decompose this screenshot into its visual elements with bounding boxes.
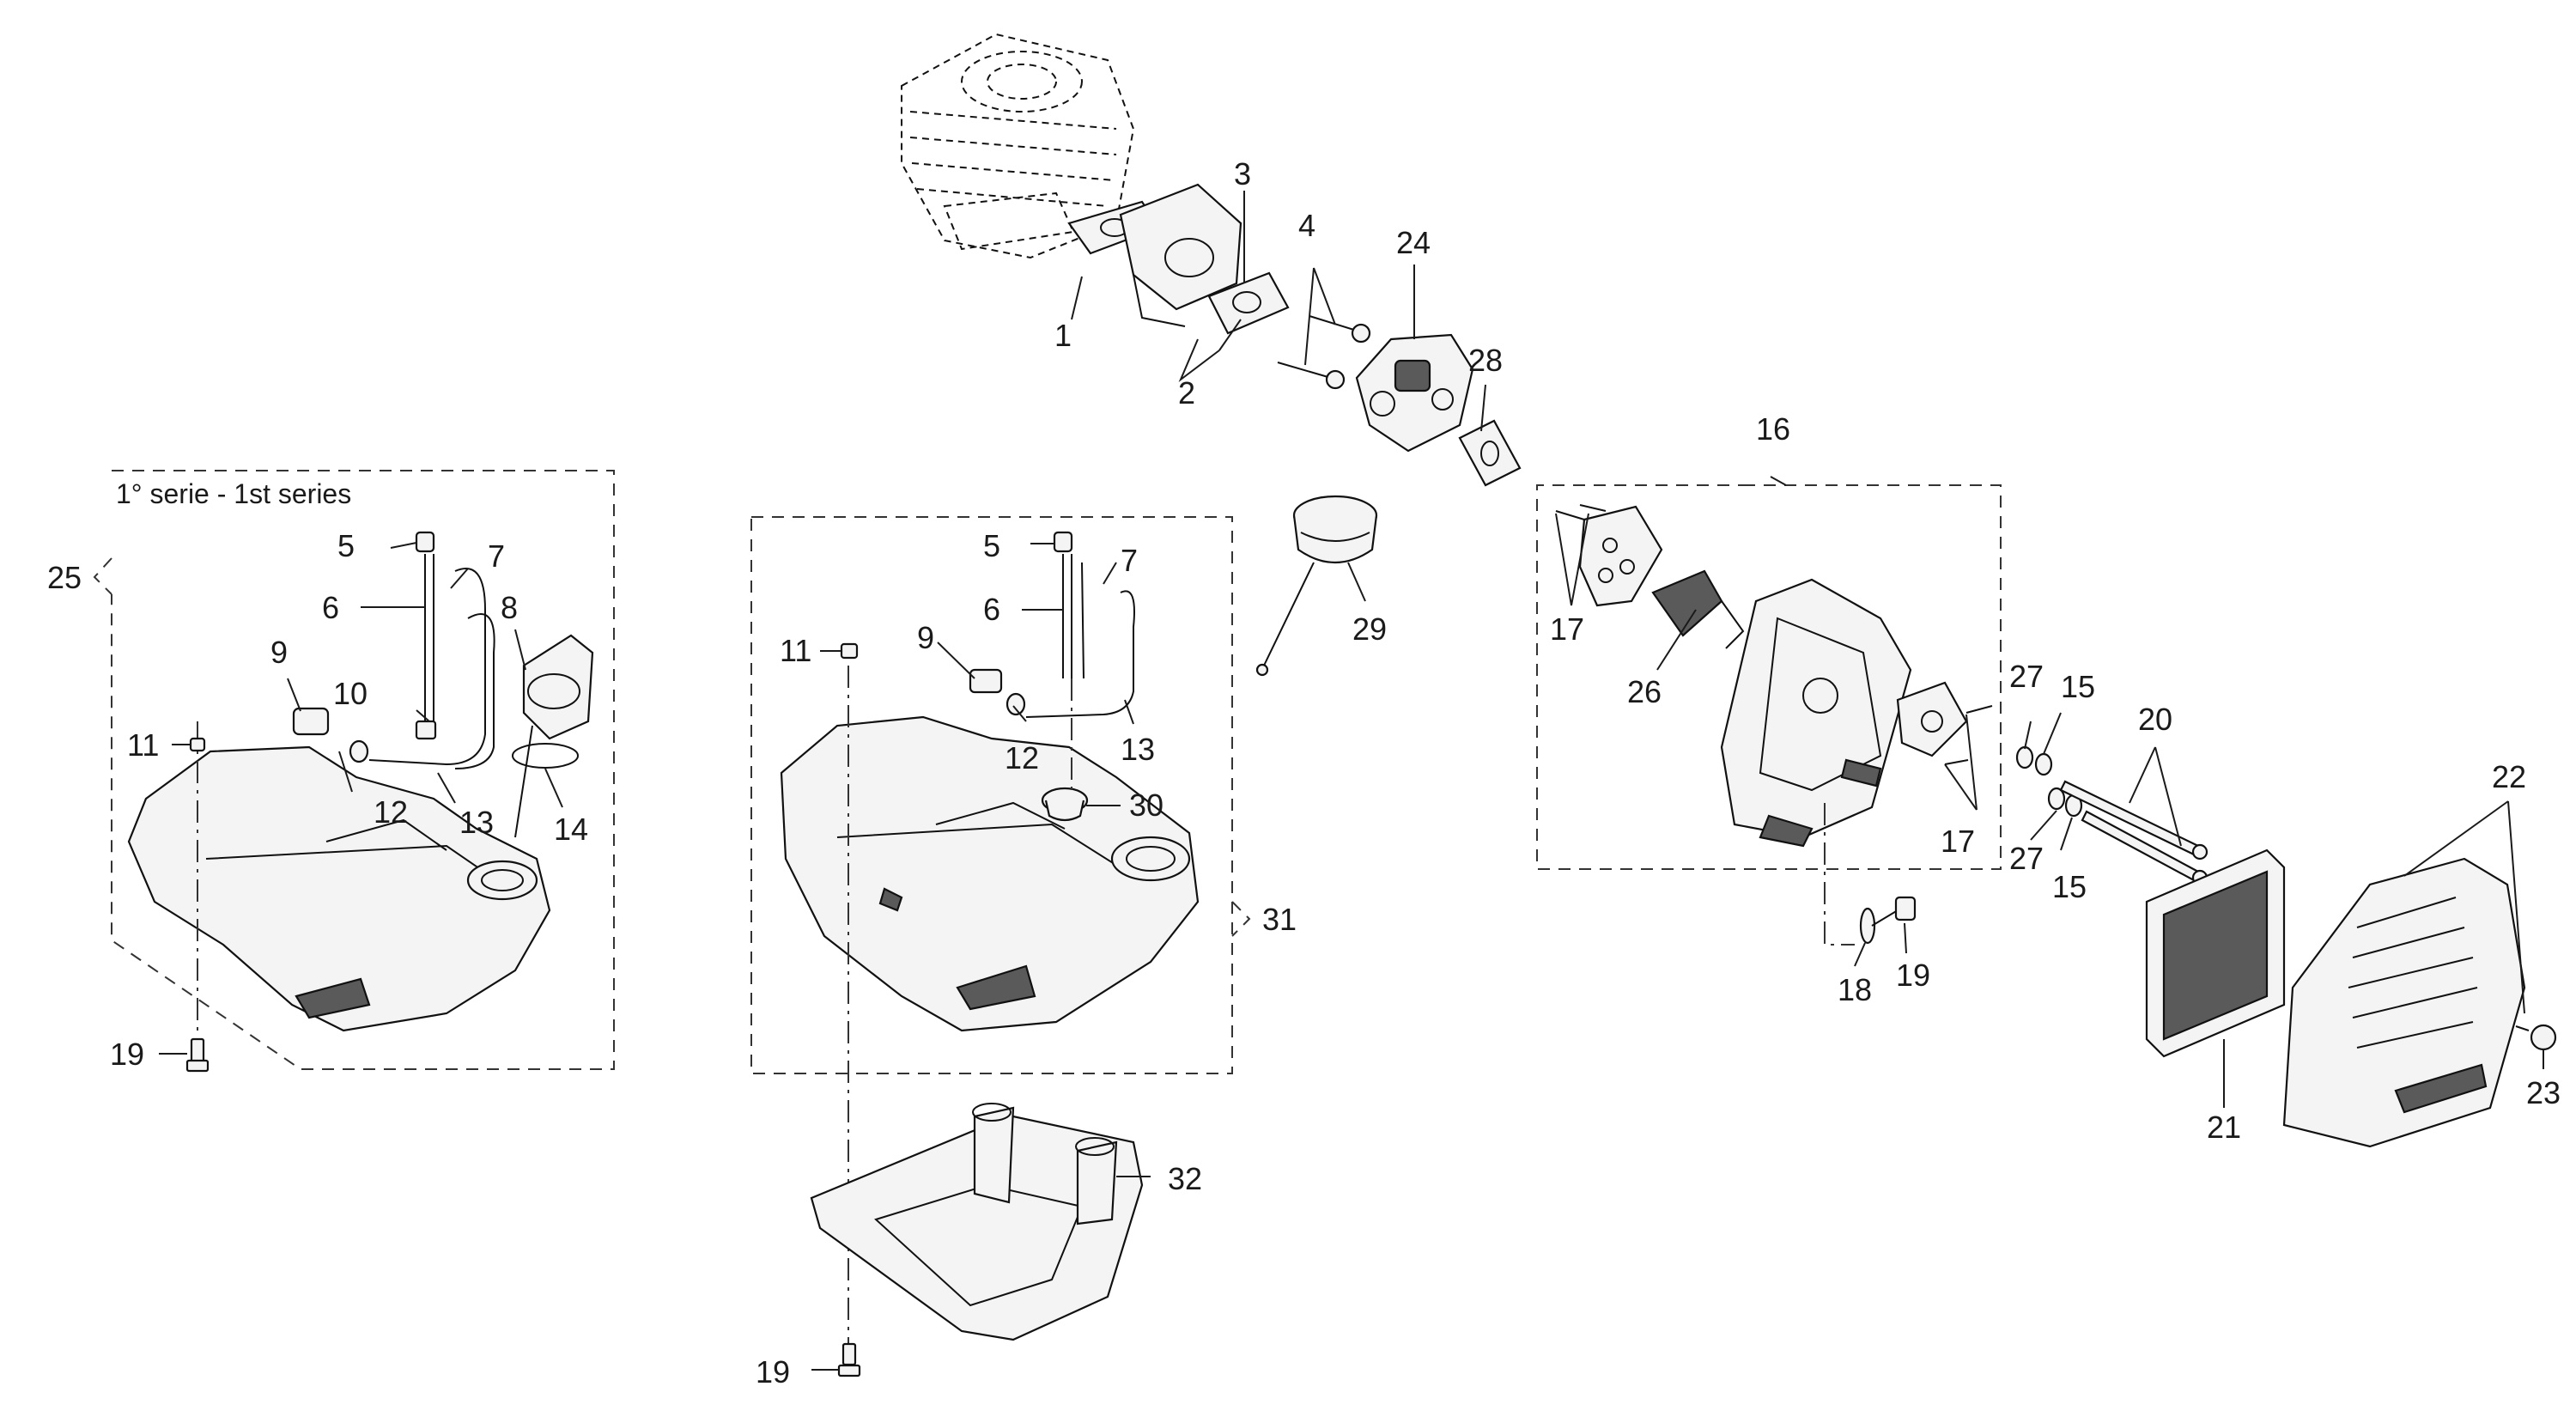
group-25-notch	[93, 557, 112, 595]
callout-15-bottom: 15	[2052, 869, 2087, 904]
carburetor-gasket-part	[1458, 419, 1522, 487]
group-25-box	[111, 470, 615, 1070]
filter-base-part	[1720, 578, 1912, 848]
callout-6-middle: 6	[983, 592, 1000, 627]
washer-18-part	[1859, 907, 1876, 945]
tank-cap-left-part	[512, 634, 594, 838]
callout-5-middle: 5	[983, 528, 1000, 563]
skid-plate-part	[810, 1103, 1144, 1341]
callout-30: 30	[1129, 788, 1163, 823]
carburetor-bolts-part	[1277, 315, 1371, 390]
tank-body-middle-part	[780, 715, 1200, 1032]
callout-20: 20	[2138, 702, 2172, 737]
callout-3: 3	[1234, 156, 1251, 192]
callout-11-middle: 11	[780, 633, 811, 668]
cover-knob-23-part	[2515, 1024, 2557, 1051]
tank-grommet-30-part	[1041, 787, 1089, 822]
callout-9-middle: 9	[917, 620, 934, 655]
axis-line-18	[1824, 803, 1855, 946]
callout-24: 24	[1396, 225, 1431, 260]
callout-28: 28	[1468, 343, 1503, 378]
callout-31: 31	[1262, 902, 1297, 937]
callout-6-left: 6	[322, 590, 339, 625]
callout-10-left: 10	[333, 676, 368, 711]
callout-14-left: 14	[554, 812, 588, 847]
screws-17-right	[1944, 705, 1993, 765]
callout-9-left: 9	[270, 635, 288, 670]
fuel-cap-part	[1255, 495, 1378, 677]
callout-4: 4	[1298, 208, 1315, 243]
callout-17-right: 17	[1941, 824, 1975, 859]
callout-19-middle: 19	[756, 1354, 790, 1390]
callout-17-left: 17	[1550, 611, 1584, 647]
callout-19-right: 19	[1896, 958, 1930, 993]
fuel-pickup-middle-part	[969, 531, 1135, 718]
screw-19-left	[185, 1037, 210, 1073]
filter-cover-part	[2282, 857, 2526, 1148]
carburetor-part	[1355, 333, 1474, 453]
filter-bracket-part	[1896, 681, 1968, 757]
screw-11-middle	[840, 642, 859, 660]
callout-18: 18	[1838, 972, 1872, 1007]
callout-11-left: 11	[127, 727, 159, 763]
callout-26: 26	[1627, 674, 1662, 709]
callout-1: 1	[1054, 318, 1072, 353]
washers-27-15-part	[2015, 745, 2083, 818]
callout-32: 32	[1168, 1161, 1202, 1196]
callout-13-left: 13	[459, 805, 494, 840]
callout-21: 21	[2207, 1110, 2241, 1145]
callout-15-top: 15	[2061, 669, 2095, 704]
group-31-box	[750, 516, 1233, 1074]
callout-19-left: 19	[110, 1037, 144, 1072]
callout-5-left: 5	[337, 528, 355, 563]
intake-manifold-part	[1119, 183, 1242, 327]
leader-lines	[159, 191, 2544, 1371]
callout-12-middle: 12	[1005, 740, 1039, 775]
callout-25: 25	[47, 560, 82, 595]
callout-23: 23	[2526, 1075, 2561, 1110]
series-label: 1° serie - 1st series	[116, 478, 351, 509]
callout-7-middle: 7	[1121, 543, 1138, 578]
filter-support-plate-part	[1578, 505, 1663, 607]
fuel-pickup-left-part	[292, 531, 495, 769]
manifold-gasket-part	[1207, 271, 1290, 335]
callout-labels: 1 2 3 4 24 28 16 17 26 17 27 15 20 27 15…	[47, 156, 2561, 1390]
callout-12-left: 12	[374, 794, 408, 830]
screw-19-part	[1871, 896, 1917, 927]
callout-7-left: 7	[488, 538, 505, 574]
callout-2: 2	[1178, 375, 1195, 410]
tank-body-left-part	[127, 745, 551, 1032]
choke-flap-part	[1651, 569, 1745, 649]
screws-17-top	[1555, 504, 1607, 520]
callout-16: 16	[1756, 411, 1790, 447]
callout-29: 29	[1352, 611, 1387, 647]
callout-22: 22	[2492, 759, 2526, 794]
group-31-notch	[1231, 901, 1251, 937]
air-filter-element-part	[2145, 848, 2286, 1058]
callout-27-top: 27	[2009, 659, 2044, 694]
group-16-box	[1536, 484, 2002, 870]
screw-19-middle	[837, 1342, 861, 1377]
callout-13-middle: 13	[1121, 732, 1155, 767]
callout-27-bottom: 27	[2009, 841, 2044, 876]
callout-8-left: 8	[501, 590, 518, 625]
screw-11-left	[189, 737, 206, 752]
